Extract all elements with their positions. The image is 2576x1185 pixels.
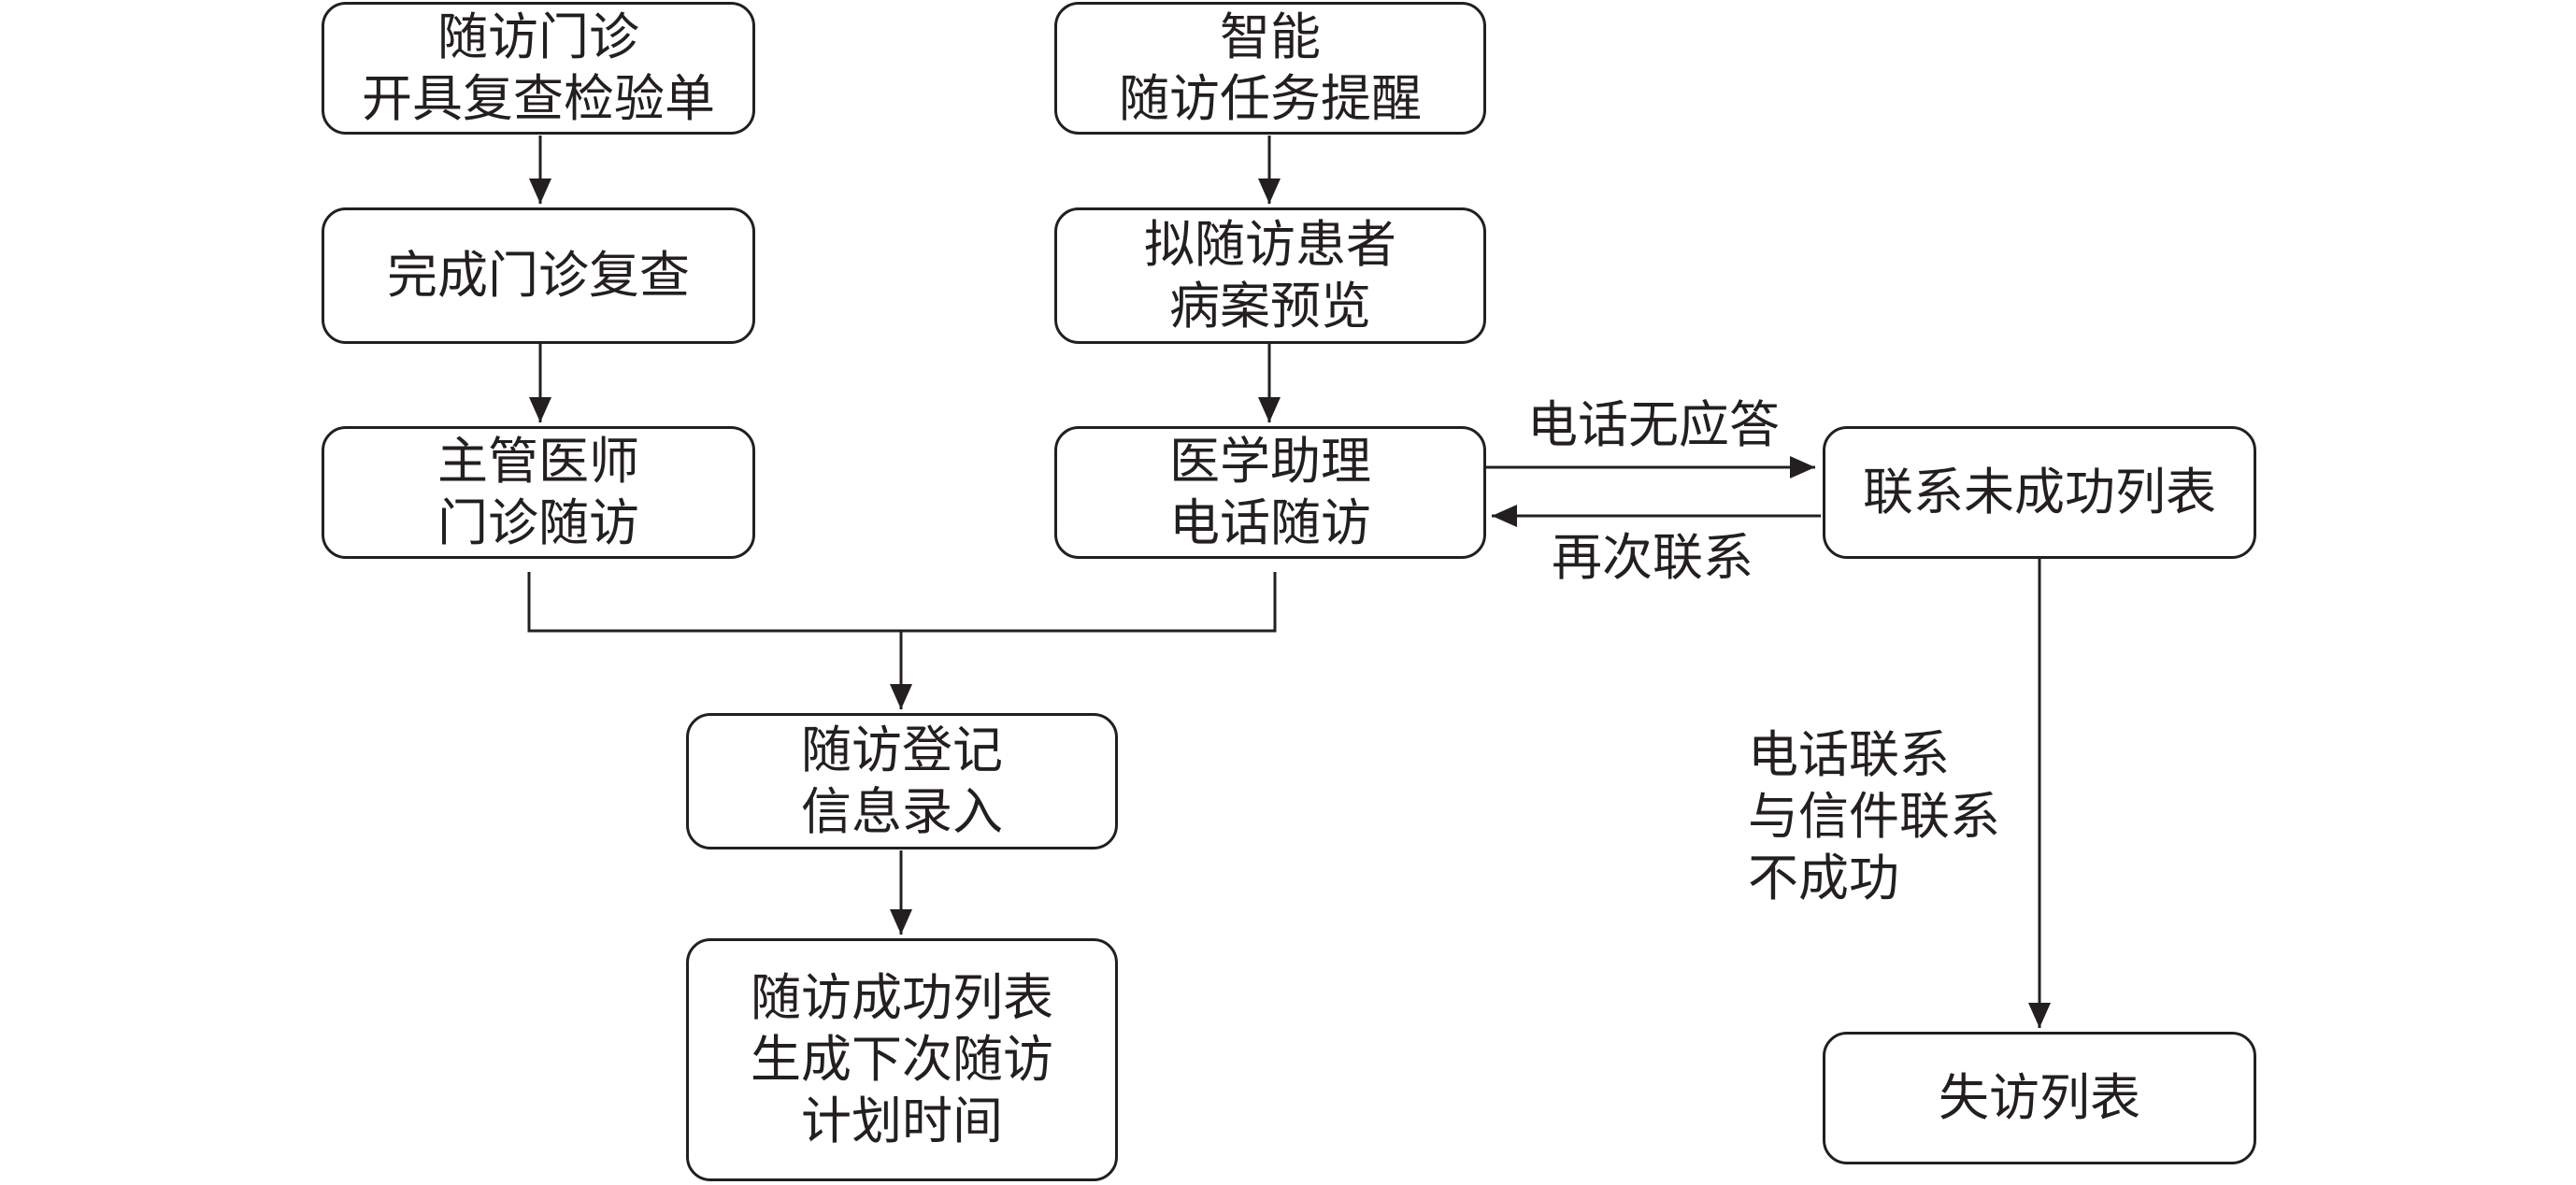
node-assistant-phone: 医学助理 电话随访 — [1054, 426, 1486, 559]
node-line: 失访列表 — [1939, 1068, 2140, 1127]
node-line: 随访任务提醒 — [1119, 69, 1422, 128]
merge-line — [527, 572, 1277, 633]
edge-label-line: 电话联系 — [1748, 725, 1950, 784]
node-line: 计划时间 — [801, 1092, 1003, 1150]
edge-label-no-answer: 电话无应答 — [1527, 395, 1780, 454]
node-line: 开具复查检验单 — [362, 69, 715, 128]
node-line: 医学助理 — [1169, 432, 1371, 491]
node-line: 拟随访患者 — [1144, 215, 1396, 274]
node-registration: 随访登记 信息录入 — [686, 713, 1118, 849]
node-line: 主管医师 — [437, 432, 639, 491]
node-success-list: 随访成功列表 生成下次随访 计划时间 — [686, 938, 1118, 1181]
node-unreached-list: 联系未成功列表 — [1823, 426, 2256, 559]
node-line: 电话随访 — [1169, 493, 1371, 552]
edge-label-failed: 电话联系 与信件联系 不成功 — [1748, 724, 2000, 909]
node-attending-followup: 主管医师 门诊随访 — [322, 426, 755, 559]
node-line: 随访门诊 — [437, 7, 639, 66]
node-line: 生成下次随访 — [751, 1030, 1053, 1089]
node-line: 门诊随访 — [437, 493, 639, 552]
node-smart-reminder: 智能 随访任务提醒 — [1054, 2, 1486, 135]
node-line: 随访登记 — [801, 721, 1003, 779]
node-lost-list: 失访列表 — [1823, 1032, 2256, 1164]
edge-label-retry: 再次联系 — [1552, 528, 1753, 587]
edge-label-line: 与信件联系 — [1748, 787, 2000, 846]
node-line: 联系未成功列表 — [1863, 463, 2216, 521]
node-case-preview: 拟随访患者 病案预览 — [1054, 207, 1486, 344]
node-line: 智能 — [1220, 7, 1321, 66]
node-line: 完成门诊复查 — [387, 246, 690, 305]
edge-label-line: 不成功 — [1748, 849, 1899, 907]
node-line: 信息录入 — [801, 782, 1003, 841]
node-followup-clinic: 随访门诊 开具复查检验单 — [322, 2, 755, 135]
node-line: 随访成功列表 — [751, 968, 1053, 1027]
node-complete-recheck: 完成门诊复查 — [322, 207, 755, 344]
node-line: 病案预览 — [1169, 277, 1371, 336]
